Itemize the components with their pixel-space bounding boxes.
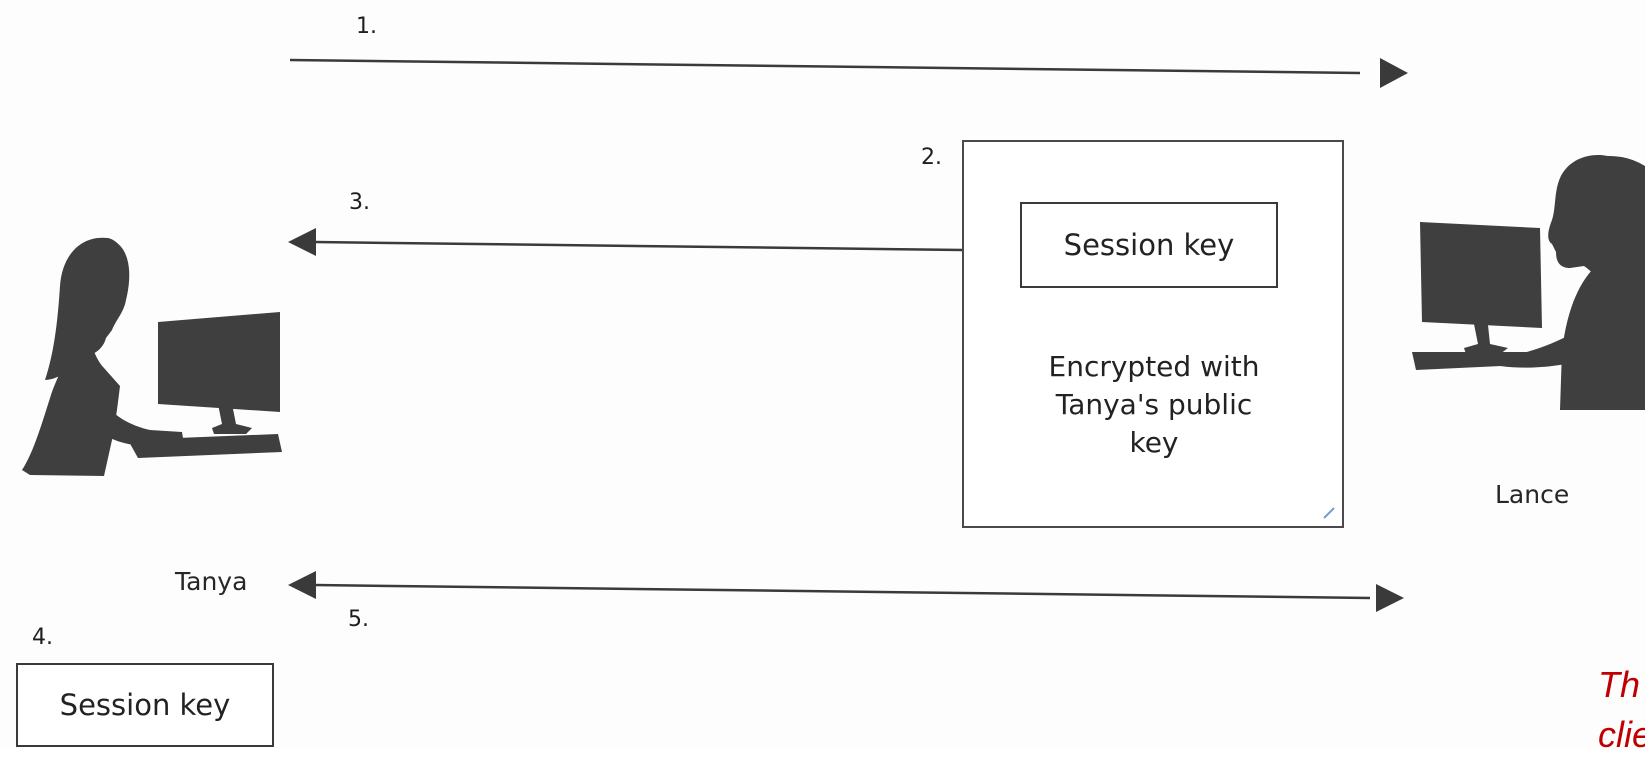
step-3-number: 3. <box>349 192 370 214</box>
encrypted-packet-box: Session key Encrypted with Tanya's publi… <box>962 140 1344 528</box>
arrow-step-1 <box>290 58 1408 88</box>
lance-silhouette-icon <box>1412 155 1645 410</box>
tanya-label: Tanya <box>175 569 247 594</box>
lance-label: Lance <box>1495 482 1569 507</box>
step-2-number: 2. <box>921 147 942 169</box>
arrow-step-5 <box>288 571 1404 612</box>
packet-encryption-caption: Encrypted with Tanya's public key <box>964 348 1344 462</box>
tanya-silhouette-icon <box>22 238 282 476</box>
resize-corner-icon <box>1322 506 1336 520</box>
packet-session-key-box: Session key <box>1020 202 1278 288</box>
arrow-step-3 <box>288 228 963 256</box>
tanya-session-key-box: Session key <box>16 663 274 747</box>
note-text-line-2: clie <box>1598 712 1645 758</box>
step-4-number: 4. <box>32 627 53 649</box>
note-text-line-1: Th <box>1598 662 1640 708</box>
step-5-number: 5. <box>348 609 369 631</box>
step-1-number: 1. <box>356 16 377 38</box>
